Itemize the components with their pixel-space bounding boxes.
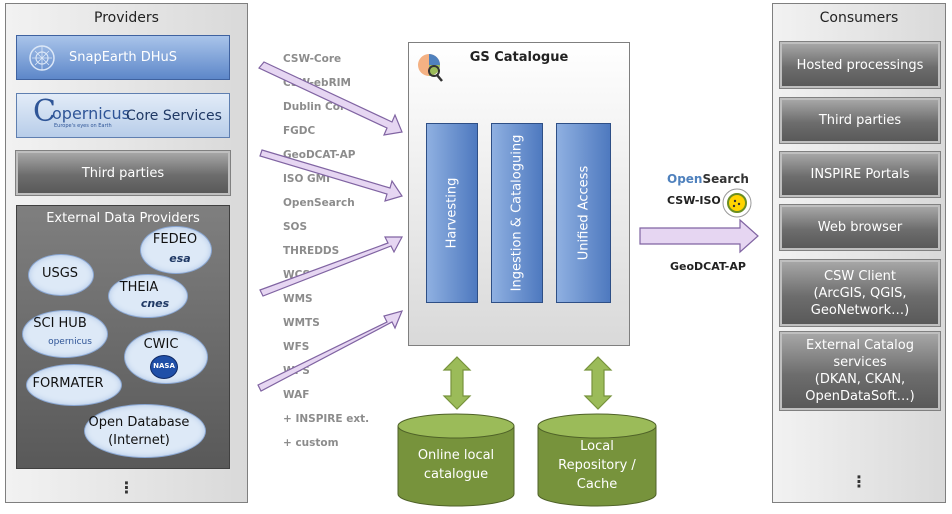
snapearth-dhus-box[interactable]: SnapEarth DHuS bbox=[16, 35, 230, 80]
usgs-label: USGS bbox=[41, 266, 79, 281]
output-arrow bbox=[639, 218, 759, 254]
protocol-item: OpenSearch bbox=[283, 197, 355, 209]
local-repository-double-arrow bbox=[583, 356, 613, 410]
online-line-1: Online local bbox=[417, 448, 495, 463]
providers-title: Providers bbox=[94, 10, 159, 26]
usgs-cloud[interactable] bbox=[28, 254, 94, 296]
snapearth-label: SnapEarth DHuS bbox=[69, 50, 177, 65]
consumer-box[interactable]: Hosted processings bbox=[780, 42, 940, 88]
opensearch-logo: OpenSearch bbox=[667, 172, 749, 186]
scihub-copernicus-logo: opernicus bbox=[48, 337, 92, 347]
consumer-label-line: CSW Client bbox=[824, 268, 896, 284]
formater-cloud[interactable] bbox=[26, 364, 122, 406]
copernicus-services-label: Core Services bbox=[126, 108, 222, 124]
protocol-item: SOS bbox=[283, 221, 308, 233]
cnes-logo-label: cnes bbox=[140, 297, 170, 310]
consumer-box[interactable]: INSPIRE Portals bbox=[780, 152, 940, 197]
repo-line-3: Cache bbox=[576, 477, 618, 492]
scihub-label: SCI HUB bbox=[33, 316, 87, 331]
protocol-item: + custom bbox=[283, 437, 339, 449]
scihub-cloud[interactable] bbox=[22, 310, 108, 358]
input-arrow-2 bbox=[259, 149, 403, 202]
geodcat-output-label: GeoDCAT-AP bbox=[670, 260, 746, 273]
consumer-label-line: (ArcGIS, QGIS, bbox=[813, 285, 907, 301]
catalogue-logo-icon bbox=[418, 54, 443, 82]
consumer-box[interactable]: External Catalog services (DKAN, CKAN, Open… bbox=[780, 332, 940, 410]
input-arrow-4 bbox=[257, 310, 404, 392]
theia-label: THEIA bbox=[119, 280, 159, 295]
unified-access-column[interactable]: Unified Access bbox=[556, 123, 611, 303]
opensearch-open: Open bbox=[667, 172, 703, 186]
copernicus-core-services-box[interactable]: C opernicus Europe's eyes on Earth Core … bbox=[16, 93, 230, 138]
providers-third-parties-box[interactable]: Third parties bbox=[16, 151, 230, 195]
consumer-label-line: Hosted processings bbox=[796, 57, 924, 73]
providers-third-parties-label: Third parties bbox=[81, 165, 165, 181]
local-repository-cylinder bbox=[537, 413, 657, 507]
snapearth-logo-icon bbox=[29, 45, 55, 71]
consumer-label-line: services bbox=[833, 355, 887, 370]
online-catalogue-double-arrow bbox=[442, 356, 472, 410]
fedeo-label: FEDEO bbox=[152, 232, 198, 247]
opensearch-search: Search bbox=[702, 172, 749, 186]
inspire-logo-icon bbox=[722, 188, 752, 218]
open-database-label-line2: (Internet) bbox=[108, 433, 170, 448]
external-data-providers-title: External Data Providers bbox=[46, 211, 200, 226]
ingestion-cataloguing-column[interactable]: Ingestion & Cataloguing bbox=[491, 123, 543, 303]
cwic-label: CWIC bbox=[143, 337, 179, 352]
consumer-box[interactable]: CSW Client(ArcGIS, QGIS,GeoNetwork…) bbox=[780, 260, 940, 326]
gs-catalogue-title: GS Catalogue bbox=[469, 50, 569, 65]
input-arrow-1 bbox=[258, 61, 403, 136]
esa-logo-label: esa bbox=[169, 252, 191, 265]
nasa-logo-icon: NASA bbox=[150, 355, 178, 379]
consumer-label-line: Third parties bbox=[818, 113, 902, 128]
consumer-label-line: GeoNetwork…) bbox=[810, 302, 910, 318]
protocol-item: WMTS bbox=[283, 317, 320, 329]
consumers-title: Consumers bbox=[819, 10, 899, 26]
copernicus-tagline: Europe's eyes on Earth bbox=[54, 123, 112, 129]
fedeo-cloud[interactable] bbox=[140, 226, 212, 274]
consumer-label-line: External Catalog bbox=[806, 338, 914, 353]
consumer-box[interactable]: Third parties bbox=[780, 98, 940, 143]
protocol-item: GeoDCAT-AP bbox=[283, 149, 356, 161]
protocol-item: WFS bbox=[283, 341, 310, 353]
repo-line-2: Repository / bbox=[558, 458, 636, 473]
input-arrow-3 bbox=[259, 236, 403, 297]
protocol-item: + INSPIRE ext. bbox=[283, 413, 370, 425]
protocol-item: THREDDS bbox=[283, 245, 340, 257]
harvesting-column[interactable]: Harvesting bbox=[426, 123, 478, 303]
online-local-catalogue-text: Online local catalogue bbox=[398, 446, 514, 486]
protocol-item: WMS bbox=[283, 293, 313, 305]
protocol-item: WAF bbox=[283, 389, 310, 401]
consumer-box[interactable]: Web browser bbox=[780, 205, 940, 250]
online-local-catalogue-cylinder bbox=[397, 413, 515, 507]
local-repository-text: Local Repository / Cache bbox=[538, 437, 656, 497]
open-database-label-line1: Open Database bbox=[88, 415, 190, 430]
open-database-cloud[interactable] bbox=[84, 404, 206, 458]
consumer-label-line: Web browser bbox=[817, 220, 903, 235]
nasa-logo-label: NASA bbox=[153, 362, 175, 370]
consumer-label-line: OpenDataSoft…) bbox=[805, 389, 915, 404]
protocol-item: CSW-Core bbox=[283, 53, 342, 65]
theia-cloud[interactable] bbox=[108, 274, 188, 318]
consumers-more: ⋮ bbox=[851, 472, 867, 491]
online-line-2: catalogue bbox=[423, 467, 489, 482]
copernicus-logo-word: opernicus bbox=[52, 104, 130, 123]
protocol-item: ISO GMI bbox=[283, 173, 331, 185]
formater-label: FORMATER bbox=[32, 376, 104, 391]
repo-line-1: Local bbox=[580, 439, 614, 454]
consumer-label-line: (DKAN, CKAN, bbox=[814, 372, 906, 387]
csw-iso-label: CSW-ISO bbox=[667, 194, 721, 207]
consumer-label-line: INSPIRE Portals bbox=[810, 167, 910, 182]
protocol-item: FGDC bbox=[283, 125, 316, 137]
copernicus-logo-icon: C opernicus Europe's eyes on Earth bbox=[33, 94, 130, 129]
providers-more: ⋮ bbox=[118, 478, 135, 497]
